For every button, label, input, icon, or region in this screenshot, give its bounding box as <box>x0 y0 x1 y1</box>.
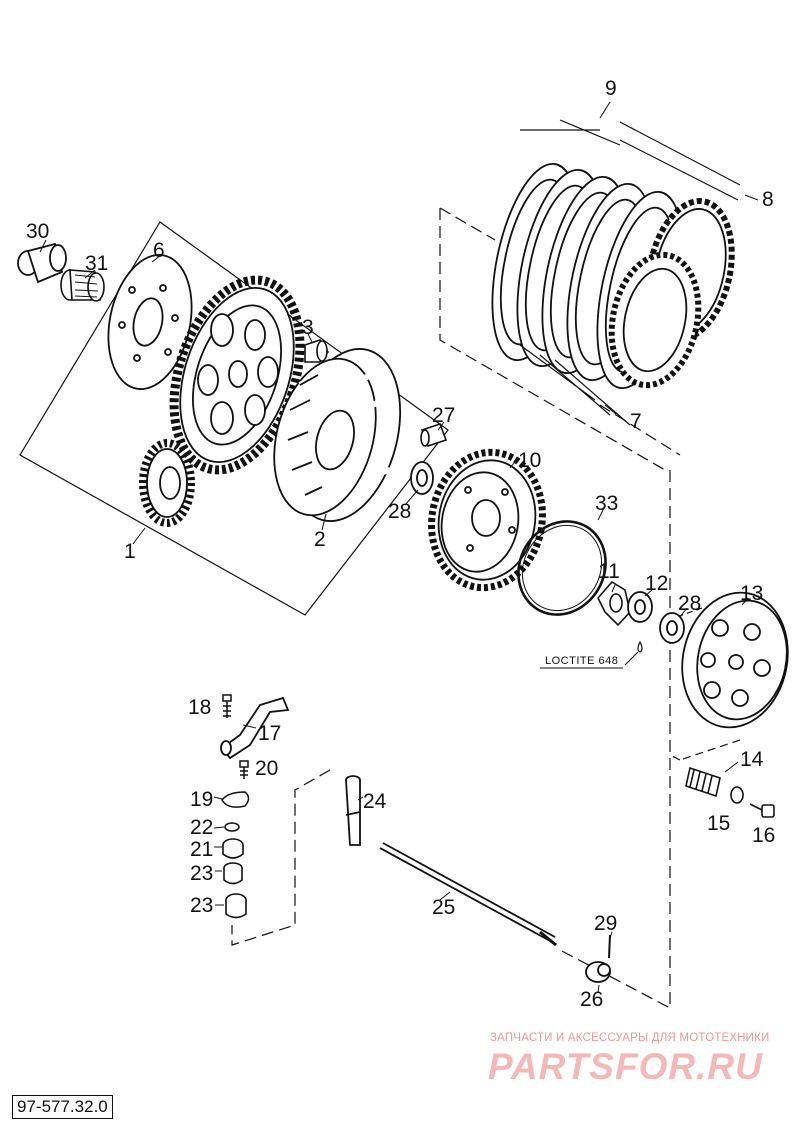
loctite-annotation: LOCTITE 648 <box>545 655 618 667</box>
label-27: 27 <box>432 404 455 427</box>
label-23a: 23 <box>190 862 213 885</box>
label-21: 21 <box>190 838 213 861</box>
part-32-needle-bearing <box>60 269 105 302</box>
part-6-thrust-washer <box>107 254 193 390</box>
label-26: 26 <box>580 988 603 1011</box>
label-15: 15 <box>707 812 730 835</box>
label-14: 14 <box>740 748 764 771</box>
part-29-bearing <box>659 612 685 644</box>
frame-release-shaft <box>231 769 331 946</box>
label-20: 20 <box>255 757 278 780</box>
label-9: 9 <box>605 77 617 100</box>
label-31: 30 <box>26 220 49 243</box>
part-22-o-ring <box>224 822 240 832</box>
leader-lines <box>39 101 759 994</box>
label-17: 17 <box>258 722 281 745</box>
label-25: 25 <box>432 896 455 919</box>
part-23-bushing-upper <box>223 862 243 885</box>
part-3-spacer <box>304 339 329 363</box>
label-1: 1 <box>124 540 136 563</box>
part-18-screw <box>222 694 232 718</box>
part-14-spring <box>685 766 721 798</box>
label-8: 8 <box>762 188 774 211</box>
part-24-release-shaft <box>345 775 361 846</box>
part-15-washer <box>730 786 744 804</box>
part-23-bushing-lower <box>225 893 247 919</box>
label-28: 28 <box>388 500 411 523</box>
watermark-tagline: ЗАПЧАСТИ И АКСЕССУАРЫ ДЛЯ МОТОТЕХНИКИ <box>490 1032 770 1044</box>
part-26-pressure-piece <box>585 961 611 983</box>
watermark-logo: PARTSFOR.RU <box>488 1046 763 1087</box>
label-2: 2 <box>314 528 326 551</box>
part-labels: 30 31 6 3 27 28 2 1 9 8 7 10 33 11 12 28… <box>26 77 775 1011</box>
label-29: 28 <box>678 592 701 615</box>
part-12-nut <box>627 591 653 623</box>
part-25-push-rod <box>379 842 557 947</box>
part-31-bushing <box>17 242 67 284</box>
part-13-pressure-plate <box>681 591 789 729</box>
diagram-reference-code: 97-577.32.0 <box>12 1095 113 1119</box>
clutch-plate-stack <box>491 119 741 426</box>
label-16: 16 <box>752 824 775 847</box>
label-23b: 23 <box>190 894 213 917</box>
part-27-pin <box>420 422 448 448</box>
label-12: 12 <box>645 572 668 595</box>
label-30: 29 <box>594 912 617 935</box>
part-33-o-ring <box>517 520 607 616</box>
label-13: 13 <box>740 582 763 605</box>
label-7: 7 <box>630 410 642 433</box>
part-28-washer <box>410 461 434 495</box>
label-18: 18 <box>188 696 211 719</box>
label-11: 11 <box>598 560 620 583</box>
primary-driven-gear <box>169 275 305 475</box>
label-24: 24 <box>363 790 387 813</box>
part-2-clutch-basket <box>273 348 402 522</box>
loctite-drop-icon <box>637 640 643 653</box>
part-30-pin <box>608 934 611 959</box>
label-32: 31 <box>85 252 108 275</box>
primary-drive-gear <box>139 439 195 527</box>
label-10: 10 <box>518 449 541 472</box>
label-22: 22 <box>190 816 213 839</box>
part-20-screw <box>239 760 249 779</box>
label-3: 3 <box>302 316 314 339</box>
part-19-retaining-plate <box>221 791 250 808</box>
frame-plate-stack <box>439 208 666 471</box>
part-16-bolt <box>749 803 775 818</box>
label-6: 6 <box>153 239 165 262</box>
label-33: 33 <box>595 492 618 515</box>
part-21-seal <box>222 838 244 859</box>
label-19: 19 <box>190 788 213 811</box>
